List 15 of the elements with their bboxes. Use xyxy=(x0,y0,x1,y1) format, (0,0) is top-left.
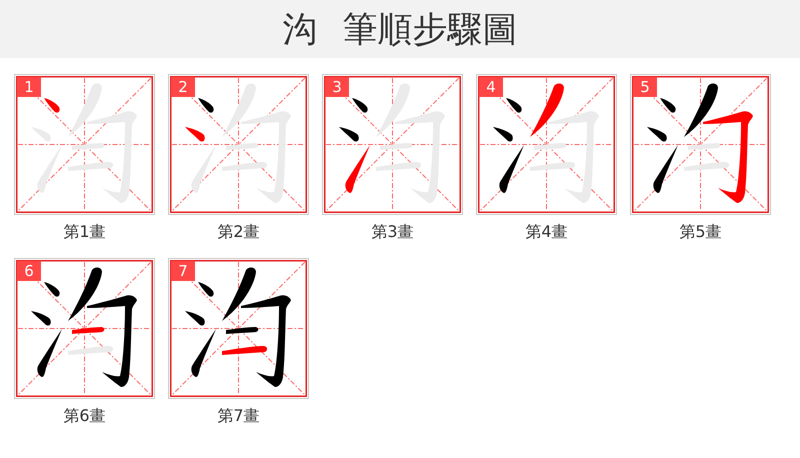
step-caption: 第5畫 xyxy=(679,223,722,241)
number-badge: 1 xyxy=(17,77,41,97)
step-caption: 第2畫 xyxy=(217,223,260,241)
number-badge: 7 xyxy=(171,261,195,281)
number-badge: 3 xyxy=(325,77,349,97)
step-caption: 第6畫 xyxy=(63,407,106,425)
step-caption: 第7畫 xyxy=(217,407,260,425)
number-badge: 2 xyxy=(171,77,195,97)
number-badge: 5 xyxy=(633,77,657,97)
step-caption: 第4畫 xyxy=(525,223,568,241)
number-badge: 6 xyxy=(17,261,41,281)
title: 沟 筆順步驟圖 xyxy=(282,12,518,48)
step-caption: 第1畫 xyxy=(63,223,106,241)
step-caption: 第3畫 xyxy=(371,223,414,241)
number-badge: 4 xyxy=(479,77,503,97)
